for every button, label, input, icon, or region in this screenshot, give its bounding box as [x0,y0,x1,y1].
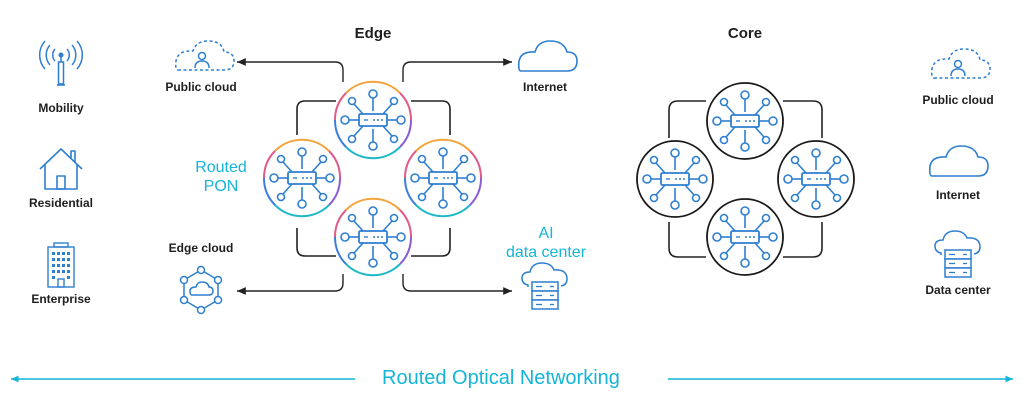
edge-connector-tl [296,100,336,135]
ai-data-center-label: AI data center [496,224,596,262]
core-public-cloud-label: Public cloud [922,93,994,107]
mobility-label: Mobility [38,101,84,115]
router-hub-icon [340,206,406,268]
cloud-server-icon [934,230,981,278]
core-router-top [706,82,784,160]
edge-router-top [333,80,413,160]
router-hub-icon [340,89,406,151]
routed-pon-line-2: PON [203,178,239,195]
edge-public-cloud-label: Public cloud [165,80,237,94]
edge-connector-bl [296,228,336,257]
arrow-to-public-cloud [237,58,344,82]
ai-data-center-line-2: data center [505,244,587,261]
core-router-left [636,140,714,218]
ai-data-center-line-1: AI [538,225,554,242]
core-cluster [636,82,855,276]
arrow-to-edge-cloud [237,274,344,295]
routed-pon-line-1: Routed [195,159,247,176]
edge-internet-label: Internet [522,80,567,94]
routed-pon-label: Routed PON [186,158,256,196]
arrow-to-ai-data-center [402,274,512,295]
core-connector-bl [668,222,706,258]
edge-title: Edge [354,25,392,42]
core-connector-tl [668,100,706,138]
router-hub-icon [712,206,778,268]
cloud-icon [517,40,578,72]
edge-router-bottom [333,197,413,277]
cloud-icon [928,145,989,177]
edge-cloud-label: Edge cloud [168,241,234,255]
house-icon [39,148,83,190]
cell-tower-icon [38,40,84,86]
router-hub-icon [712,90,778,152]
core-title: Core [727,25,763,42]
core-connector-br [783,222,823,258]
residential-label: Residential [28,196,94,210]
dashed-cloud-user-icon [931,48,991,79]
hexagon-cloud-icon [179,265,223,315]
edge-router-right [403,138,483,218]
router-hub-icon [269,147,335,209]
enterprise-label: Enterprise [31,292,91,306]
core-internet-label: Internet [935,188,980,202]
edge-connector-br [411,228,451,257]
cloud-server-icon [521,262,568,310]
dashed-cloud-user-icon [175,40,235,71]
edge-cluster [237,58,512,295]
core-connector-tr [783,100,823,138]
office-building-icon [47,242,75,288]
router-hub-icon [410,147,476,209]
core-router-right [777,140,855,218]
routed-optical-networking-banner: Routed Optical Networking [382,367,620,389]
arrow-to-internet [402,58,512,82]
core-router-bottom [706,198,784,276]
router-hub-icon [642,148,708,210]
core-data-center-label: Data center [925,283,991,297]
router-hub-icon [783,148,849,210]
edge-connector-tr [411,100,451,135]
edge-router-left [262,138,342,218]
